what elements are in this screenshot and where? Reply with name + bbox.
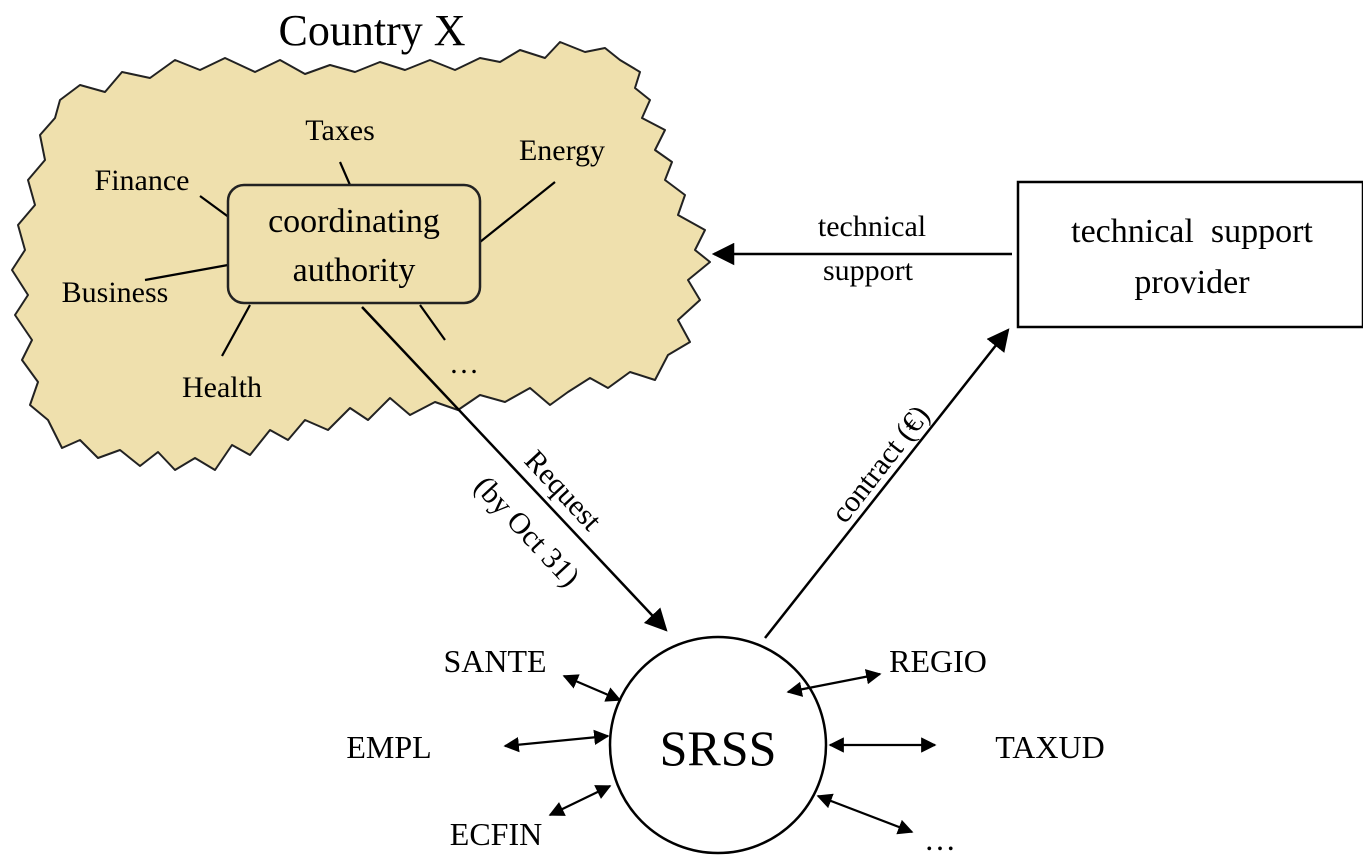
dg-ecfin: ECFIN: [450, 816, 542, 852]
connector-energy: [479, 181, 556, 243]
connector-more: [816, 793, 914, 835]
connector-empl: [503, 729, 610, 753]
technical-support-provider-line1: technical support: [1071, 213, 1313, 250]
dg-regio: REGIO: [889, 643, 987, 679]
srss-circle: [608, 635, 828, 855]
domain-connectors: [144, 161, 556, 357]
domain-business: Business: [62, 276, 169, 309]
dg-empl: EMPL: [346, 729, 431, 765]
dg-sante: SANTE: [443, 643, 546, 679]
coordinating-authority-line1: coordinating: [268, 203, 440, 240]
domain-taxes: Taxes: [305, 114, 375, 147]
contract-arrow: [764, 328, 1010, 639]
coordinating-authority-box: [226, 183, 482, 305]
domain-ellipsis: …: [449, 347, 479, 380]
connector-business: [144, 263, 229, 282]
dg-taxud: TAXUD: [995, 729, 1104, 765]
domain-energy: Energy: [519, 134, 605, 167]
connector-ellipsis: [419, 304, 446, 341]
srss-label: SRSS: [660, 720, 777, 776]
request-arrow: [361, 306, 668, 632]
connector-sante: [562, 674, 622, 702]
technical-support-provider-box: [1016, 180, 1363, 329]
connector-ecfin: [548, 785, 612, 816]
connector-finance: [199, 195, 231, 219]
country-title: Country X: [279, 6, 466, 55]
connector-taxes: [338, 161, 352, 186]
connector-regio: [786, 669, 882, 697]
technical-support-label-line2: support: [823, 254, 914, 287]
contract-label: contract (€): [825, 399, 937, 529]
domain-health: Health: [182, 371, 262, 404]
dg-more: …: [924, 821, 956, 857]
technical-support-provider-line2: provider: [1134, 264, 1250, 301]
dg-connectors: [503, 669, 937, 835]
connector-health: [221, 304, 251, 357]
coordinating-authority-line2: authority: [293, 252, 416, 289]
technical-support-label-line1: technical: [818, 210, 926, 243]
domain-finance: Finance: [95, 164, 190, 197]
